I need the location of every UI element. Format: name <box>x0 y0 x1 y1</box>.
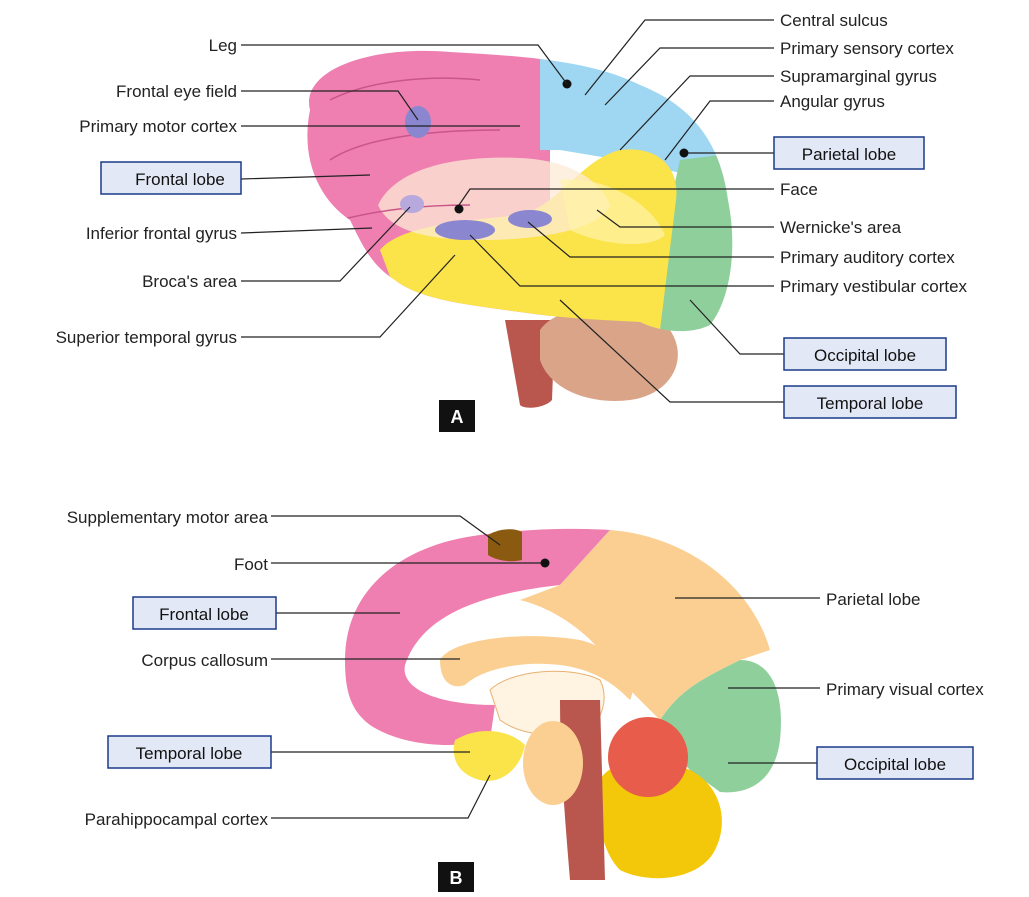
panel-letter-a-text: A <box>451 407 464 427</box>
label-occipital-lobe-a: Occipital lobe <box>814 346 916 365</box>
label-supplementary-motor-area: Supplementary motor area <box>67 508 269 527</box>
panel-letter-b-text: B <box>450 868 463 888</box>
vermis-b <box>608 717 688 797</box>
label-face: Face <box>780 180 818 199</box>
occipital-lobe-box-b: Occipital lobe <box>817 747 973 779</box>
label-occipital-lobe-b: Occipital lobe <box>844 755 946 774</box>
panel-a-brain <box>290 40 760 408</box>
temporal-lobe-box-b: Temporal lobe <box>108 736 271 768</box>
leader-parahippocampal <box>271 775 490 818</box>
label-primary-visual-cortex: Primary visual cortex <box>826 680 984 699</box>
pons-b <box>523 721 583 805</box>
label-frontal-lobe-b: Frontal lobe <box>159 605 249 624</box>
label-frontal-lobe-a: Frontal lobe <box>135 170 225 189</box>
label-central-sulcus: Central sulcus <box>780 11 888 30</box>
panel-letter-b: B <box>438 862 474 892</box>
leader-inferior-frontal <box>241 228 372 233</box>
label-inferior-frontal-gyrus: Inferior frontal gyrus <box>86 224 237 243</box>
broca-area-mark <box>400 195 424 213</box>
panel-letter-a: A <box>439 400 475 432</box>
parietal-lobe-box-a: Parietal lobe <box>774 137 924 169</box>
label-angular-gyrus: Angular gyrus <box>780 92 885 111</box>
supplementary-motor-area-mark <box>488 529 522 561</box>
panel-b-right-labels: Parietal lobe Primary visual cortex <box>826 590 984 699</box>
frontal-eye-field-mark <box>405 106 431 138</box>
label-temporal-lobe-b: Temporal lobe <box>136 744 243 763</box>
temporal-region-b <box>454 731 525 781</box>
label-superior-temporal-gyrus: Superior temporal gyrus <box>56 328 237 347</box>
foot-dot <box>541 559 550 568</box>
panel-b-brain <box>345 529 781 880</box>
label-brocas-area: Broca's area <box>142 272 237 291</box>
label-supramarginal-gyrus: Supramarginal gyrus <box>780 67 937 86</box>
label-frontal-eye-field: Frontal eye field <box>116 82 237 101</box>
label-temporal-lobe-a: Temporal lobe <box>817 394 924 413</box>
label-foot: Foot <box>234 555 268 574</box>
panel-b-left-labels: Supplementary motor area Foot Corpus cal… <box>67 508 269 829</box>
label-parietal-lobe-b: Parietal lobe <box>826 590 921 609</box>
primary-auditory-mark-right <box>508 210 552 228</box>
label-corpus-callosum: Corpus callosum <box>141 651 268 670</box>
frontal-lobe-box-b: Frontal lobe <box>133 597 276 629</box>
label-leg: Leg <box>209 36 237 55</box>
label-primary-vestibular-cortex: Primary vestibular cortex <box>780 277 968 296</box>
occipital-lobe-box-a: Occipital lobe <box>784 338 946 370</box>
label-primary-motor-cortex: Primary motor cortex <box>79 117 237 136</box>
primary-auditory-mark-left <box>435 220 495 240</box>
face-dot <box>455 205 464 214</box>
label-wernickes-area: Wernicke's area <box>780 218 902 237</box>
label-parahippocampal-cortex: Parahippocampal cortex <box>85 810 269 829</box>
temporal-lobe-box-a: Temporal lobe <box>784 386 956 418</box>
label-parietal-lobe-a: Parietal lobe <box>802 145 897 164</box>
label-primary-sensory-cortex: Primary sensory cortex <box>780 39 954 58</box>
frontal-lobe-box-a: Frontal lobe <box>101 162 241 194</box>
label-primary-auditory-cortex: Primary auditory cortex <box>780 248 955 267</box>
parietal-dot <box>680 149 689 158</box>
